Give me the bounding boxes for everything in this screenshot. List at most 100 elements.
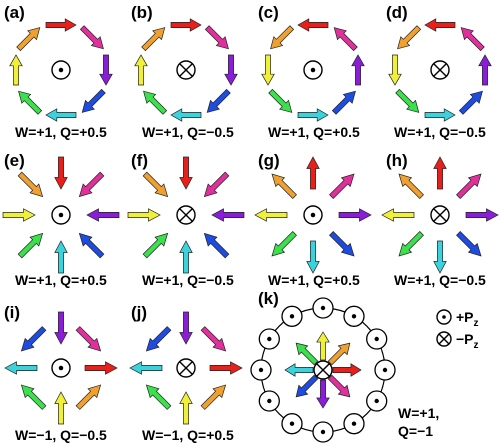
arrow-c-2 — [351, 54, 365, 86]
center-h-icon — [430, 205, 450, 225]
arrow-a-3 — [81, 88, 106, 113]
ring-marker-k-11 — [281, 305, 303, 327]
arrow-h-4 — [433, 240, 447, 274]
arrow-g-6 — [254, 208, 288, 222]
arrow-c-7 — [270, 25, 295, 50]
arrow-k-2 — [332, 363, 362, 377]
arrow-e-4 — [54, 240, 68, 274]
arrow-a-5 — [18, 90, 43, 115]
panel-label-f: (f) — [131, 151, 148, 170]
center-d-icon — [430, 60, 450, 80]
arrow-h-2 — [465, 208, 499, 222]
ring-marker-k-8 — [258, 390, 280, 412]
ring-marker-k-0 — [312, 297, 334, 319]
ring-marker-k-5 — [343, 413, 365, 435]
legend: +Pz −Pz — [436, 309, 479, 351]
arrow-j-1 — [200, 326, 227, 352]
ring-marker-k-9 — [250, 359, 272, 381]
arrow-j-5 — [145, 384, 172, 410]
arrow-g-2 — [338, 208, 372, 222]
arrow-h-7 — [398, 173, 424, 199]
panel-label-b: (b) — [131, 3, 153, 22]
arrow-e-3 — [78, 232, 105, 259]
legend-minus-symbol — [436, 331, 452, 347]
center-g-icon — [303, 205, 323, 225]
arrow-i-5 — [20, 384, 47, 410]
caption-f: W=+1, Q=−0.5 — [142, 272, 234, 288]
arrow-j-2 — [209, 361, 243, 375]
arrow-b-6 — [134, 54, 148, 86]
ring-marker-k-10 — [258, 328, 280, 350]
arrow-i-4 — [54, 391, 68, 425]
center-b-icon — [176, 60, 196, 80]
arrow-d-2 — [478, 54, 492, 86]
arrow-j-4 — [179, 391, 193, 425]
arrow-b-0 — [170, 18, 202, 32]
caption-k-line2: Q=−1 — [398, 423, 433, 439]
arrow-d-7 — [397, 25, 422, 50]
arrow-i-2 — [84, 361, 118, 375]
arrow-g-5 — [271, 231, 297, 257]
arrow-h-5 — [398, 231, 424, 257]
caption-h: W=+1, Q=−0.5 — [394, 272, 486, 288]
arrow-j-7 — [145, 326, 172, 352]
arrow-i-6 — [4, 361, 38, 375]
arrow-i-1 — [75, 326, 102, 352]
arrow-k-4 — [316, 379, 330, 409]
arrow-f-0 — [179, 156, 193, 190]
center-e-icon — [51, 205, 71, 225]
arrow-b-1 — [204, 25, 229, 50]
arrow-j-0 — [179, 311, 193, 345]
arrow-c-4 — [297, 108, 329, 122]
arrow-g-0 — [306, 156, 320, 190]
panel-label-k: (k) — [258, 289, 279, 308]
arrow-a-6 — [9, 54, 23, 86]
arrow-f-5 — [142, 232, 169, 259]
arrow-e-2 — [86, 208, 120, 222]
arrow-e-5 — [17, 232, 44, 259]
legend-minus-label: −Pz — [456, 331, 479, 351]
panel-label-d: (d) — [386, 3, 408, 22]
arrow-e-7 — [17, 171, 44, 198]
arrow-g-7 — [271, 173, 297, 199]
arrow-h-0 — [433, 156, 447, 190]
center-c-icon — [303, 60, 323, 80]
arrow-a-7 — [16, 27, 41, 52]
center-a-icon — [51, 60, 71, 80]
caption-c: W=+1, Q=+0.5 — [268, 124, 360, 140]
arrow-k-3 — [327, 374, 351, 398]
center-j-icon — [176, 358, 196, 378]
caption-g: W=+1, Q=+0.5 — [268, 272, 360, 288]
arrow-i-3 — [75, 384, 102, 410]
arrow-k-1 — [327, 342, 351, 366]
legend-plus-symbol — [436, 309, 452, 325]
panel-label-i: (i) — [4, 303, 20, 322]
arrow-j-6 — [129, 361, 163, 375]
arrow-k-0 — [316, 331, 330, 361]
arrow-d-0 — [424, 18, 456, 32]
arrow-g-4 — [306, 240, 320, 274]
ring-marker-k-2 — [366, 328, 388, 350]
caption-k-line1: W=+1, — [398, 405, 439, 421]
panel-label-a: (a) — [4, 3, 25, 22]
panel-label-g: (g) — [258, 151, 280, 170]
arrow-h-1 — [456, 173, 482, 199]
arrow-f-4 — [179, 240, 193, 274]
arrow-b-3 — [206, 88, 231, 113]
caption-a: W=+1, Q=+0.5 — [15, 124, 107, 140]
arrow-a-0 — [45, 18, 77, 32]
arrow-i-7 — [20, 326, 47, 352]
caption-e: W=+1, Q=+0.5 — [15, 272, 107, 288]
arrow-e-1 — [78, 171, 105, 198]
panel-label-e: (e) — [4, 151, 25, 170]
ring-marker-k-1 — [343, 305, 365, 327]
arrow-f-7 — [142, 171, 169, 198]
caption-j: W=−1, Q=+0.5 — [142, 427, 234, 443]
arrow-d-3 — [458, 90, 483, 115]
legend-plus-label: +Pz — [456, 309, 479, 329]
arrow-c-5 — [268, 88, 293, 113]
arrow-f-6 — [127, 208, 161, 222]
arrow-b-5 — [143, 90, 168, 115]
arrow-d-1 — [460, 27, 485, 52]
